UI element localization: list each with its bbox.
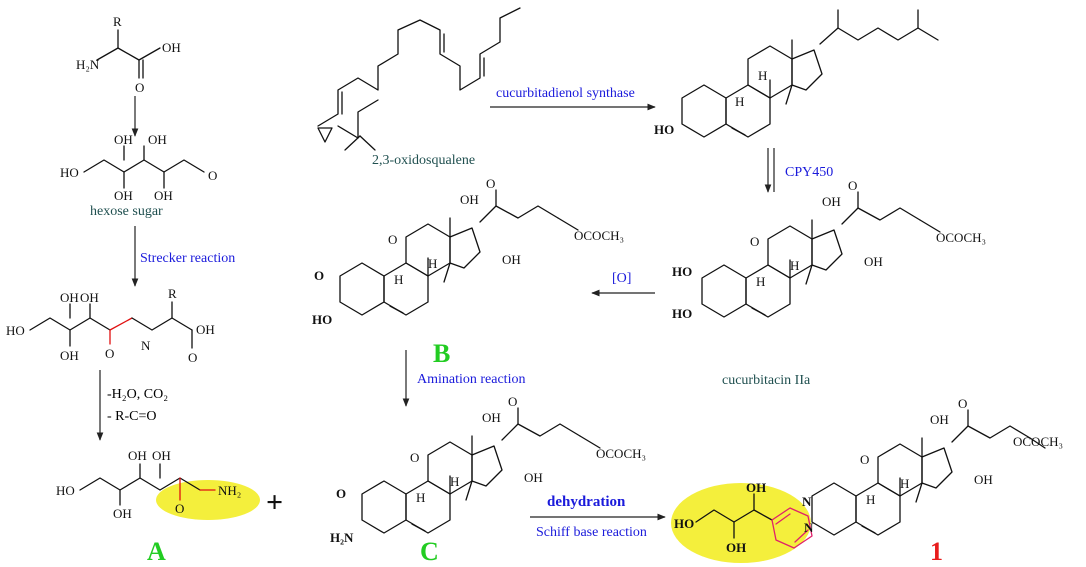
oxidosqualene-structure bbox=[317, 7, 521, 151]
oxidosqualene-label: 2,3-oxidosqualene bbox=[372, 153, 475, 168]
sugar-oh-1: OH bbox=[114, 132, 133, 147]
dehydration-label: dehydration bbox=[547, 494, 626, 510]
amino-r-label: R bbox=[113, 14, 122, 29]
sugar-oh-3: OH bbox=[114, 188, 133, 203]
cucurbitacin-label: cucurbitacin IIa bbox=[722, 373, 811, 388]
a-oh-2: OH bbox=[128, 448, 147, 463]
product-structure: HO OH OH N N OH O O OH OCOCH₃ H H bbox=[674, 396, 1063, 555]
cucurbitacin-structure: OH O O OH OCOCH₃ HO HO H H bbox=[672, 178, 986, 321]
amadori-o: O bbox=[105, 346, 114, 361]
amadori-r: R bbox=[168, 286, 177, 301]
b-oh-16: OH bbox=[502, 252, 521, 267]
b-o-ketone: O bbox=[314, 268, 324, 283]
byproducts-label-1: -H₂O, CO₂ bbox=[107, 387, 168, 402]
product-n-2: N bbox=[804, 520, 814, 535]
b-oh-top: OH bbox=[460, 192, 479, 207]
amadori-oh-3: OH bbox=[60, 348, 79, 363]
cucurbitacin-acetate: OCOCH₃ bbox=[936, 230, 986, 245]
strecker-label: Strecker reaction bbox=[140, 251, 235, 266]
product-h-2: H bbox=[900, 476, 909, 491]
b-acetate: OCOCH₃ bbox=[574, 228, 624, 243]
cyp-label: CPY450 bbox=[785, 165, 833, 180]
product-oh-2: OH bbox=[726, 540, 746, 555]
cucurbitacin-o: O bbox=[848, 178, 857, 193]
sugar-oh-2: OH bbox=[148, 132, 167, 147]
cucurbitadienol-h-1: H bbox=[735, 94, 744, 109]
compound-a-structure: HO OH OH OH O NH₂ bbox=[56, 448, 241, 521]
hexose-sugar: HO OH OH OH OH O bbox=[60, 132, 217, 203]
sugar-ho: HO bbox=[60, 165, 79, 180]
highlight-a bbox=[156, 480, 260, 520]
cucurbitacin-h-1: H bbox=[756, 274, 765, 289]
byproducts-label-2: - R-C=O bbox=[107, 409, 157, 424]
product-oh-top: OH bbox=[930, 412, 949, 427]
synthase-label: cucurbitadienol synthase bbox=[496, 86, 635, 101]
compound-b-structure: OH O O OH OCOCH₃ O HO H H bbox=[312, 176, 624, 327]
amination-label: Amination reaction bbox=[417, 372, 525, 387]
product-oh-16: OH bbox=[974, 472, 993, 487]
product-n-1: N bbox=[802, 494, 812, 509]
product-label: 1 bbox=[930, 537, 943, 566]
amino-oh-label: OH bbox=[162, 40, 181, 55]
a-oh-3: OH bbox=[152, 448, 171, 463]
b-ho: HO bbox=[312, 312, 332, 327]
cucurbitacin-ho-2: HO bbox=[672, 306, 692, 321]
highlight-product bbox=[671, 483, 811, 563]
cucurbitacin-oh-16: OH bbox=[864, 254, 883, 269]
amino-acid: R H₂N OH O bbox=[76, 14, 181, 95]
a-nh2: NH₂ bbox=[218, 483, 241, 498]
product-ho: HO bbox=[674, 516, 694, 531]
c-o-top: O bbox=[508, 394, 517, 409]
a-ho: HO bbox=[56, 483, 75, 498]
compound-c-structure: OH O O OH OCOCH₃ O H₂N H H bbox=[330, 394, 646, 545]
product-h-1: H bbox=[866, 492, 875, 507]
c-h-2: H bbox=[450, 474, 459, 489]
c-acetate: OCOCH₃ bbox=[596, 446, 646, 461]
amadori-intermediate: HO OH OH OH O N R OH O bbox=[6, 286, 215, 365]
amadori-nh: N bbox=[141, 338, 151, 353]
cucurbitacin-o-11: O bbox=[750, 234, 759, 249]
c-oh-16: OH bbox=[524, 470, 543, 485]
amino-o-label: O bbox=[135, 80, 144, 95]
b-h-1: H bbox=[394, 272, 403, 287]
cucurbitacin-h-2: H bbox=[790, 258, 799, 273]
plus-sign: + bbox=[266, 486, 283, 519]
product-oh-1: OH bbox=[746, 480, 766, 495]
amadori-oh-4: OH bbox=[196, 322, 215, 337]
c-o-ketone: O bbox=[336, 486, 346, 501]
product-acetate: OCOCH₃ bbox=[1013, 434, 1063, 449]
product-o-11: O bbox=[860, 452, 869, 467]
oxidation-label: [O] bbox=[612, 271, 631, 286]
amino-nh2-label: H₂N bbox=[76, 57, 100, 72]
b-h-2: H bbox=[428, 256, 437, 271]
b-o-top: O bbox=[486, 176, 495, 191]
a-o: O bbox=[175, 501, 184, 516]
cucurbitacin-ho-1: HO bbox=[672, 264, 692, 279]
amadori-oh-1: OH bbox=[60, 290, 79, 305]
c-nh2: H₂N bbox=[330, 530, 354, 545]
amadori-ho: HO bbox=[6, 323, 25, 338]
compound-b-label: B bbox=[433, 339, 450, 368]
cucurbitadienol-h-2: H bbox=[758, 68, 767, 83]
compound-a-label: A bbox=[147, 537, 166, 566]
cucurbitacin-oh-top: OH bbox=[822, 194, 841, 209]
c-o-11: O bbox=[410, 450, 419, 465]
cucurbitadienol-structure: HO H H bbox=[654, 9, 939, 138]
sugar-oh-4: OH bbox=[154, 188, 173, 203]
schiff-label: Schiff base reaction bbox=[536, 525, 647, 540]
amadori-oh-2: OH bbox=[80, 290, 99, 305]
c-h-1: H bbox=[416, 490, 425, 505]
compound-c-label: C bbox=[420, 537, 439, 566]
product-o-top: O bbox=[958, 396, 967, 411]
cucurbitadienol-ho: HO bbox=[654, 122, 674, 137]
sugar-o: O bbox=[208, 168, 217, 183]
amadori-o-2: O bbox=[188, 350, 197, 365]
hexose-label: hexose sugar bbox=[90, 204, 163, 219]
c-oh-top: OH bbox=[482, 410, 501, 425]
b-o-11: O bbox=[388, 232, 397, 247]
a-oh-1: OH bbox=[113, 506, 132, 521]
